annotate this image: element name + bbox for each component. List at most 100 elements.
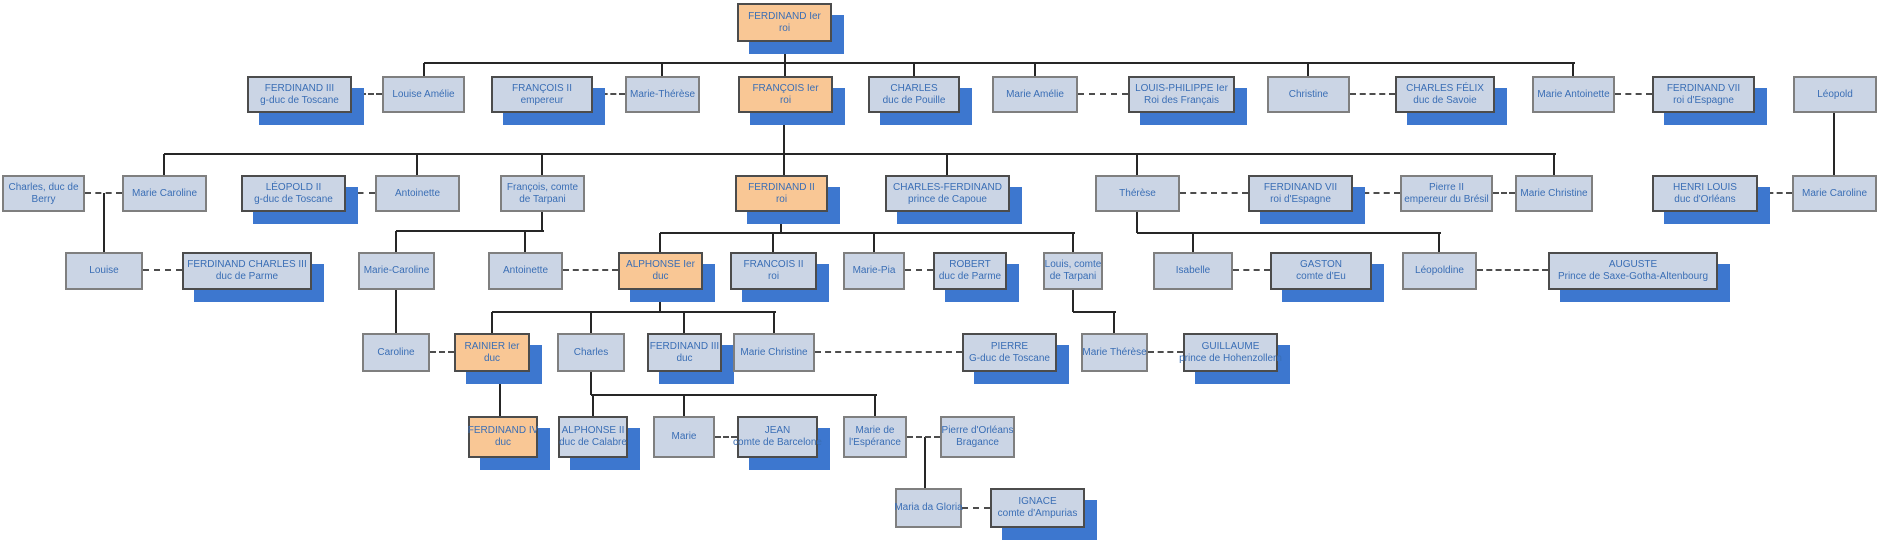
marriage-line [593, 93, 625, 95]
person-node-isabelle[interactable]: Isabelle [1153, 252, 1233, 290]
person-node-charles[interactable]: Charles [557, 333, 625, 372]
descent-line [163, 154, 165, 175]
person-name: Marie [671, 431, 697, 442]
person-node-marie-therese[interactable]: Marie-Thérèse [625, 76, 700, 113]
person-node-marie-christine[interactable]: Marie Christine [1515, 175, 1593, 212]
person-name: Marie-Thérèse [629, 88, 696, 100]
person-name: FERDINAND II [748, 181, 815, 193]
person-node-marie-caroline-2[interactable]: Marie Caroline [1792, 175, 1877, 212]
person-node-marie-christine-2[interactable]: Marie Christine [733, 333, 815, 372]
person-node-marie-caroline[interactable]: Marie Caroline [122, 175, 207, 212]
person-title: empereur du Brésil [1404, 193, 1489, 205]
person-node-therese[interactable]: Thérèse [1095, 175, 1180, 212]
descent-line [784, 63, 786, 76]
person-node-marie-caroline-3[interactable]: Marie-Caroline [358, 252, 435, 290]
descent-line [591, 394, 877, 396]
descent-line [1192, 233, 1194, 252]
person-name: FRANÇOIS Ier [752, 82, 819, 94]
marriage-line [1615, 93, 1652, 95]
person-node-caroline[interactable]: Caroline [362, 333, 430, 372]
descent-line [1072, 233, 1074, 252]
marriage-line [907, 436, 940, 438]
marriage-line [430, 351, 454, 353]
descent-line [103, 193, 105, 252]
descent-line [873, 233, 875, 252]
person-node-marie[interactable]: Marie [653, 416, 715, 458]
person-node-marie-therese-2[interactable]: Marie Thérèse [1081, 333, 1148, 372]
descent-line [659, 233, 661, 252]
person-name: ROBERT [949, 259, 991, 270]
person-node-christine[interactable]: Christine [1267, 76, 1350, 113]
marriage-line [1148, 351, 1183, 353]
person-node-antoinette-2[interactable]: Antoinette [488, 252, 563, 290]
person-node-marie-amelie[interactable]: Marie Amélie [992, 76, 1078, 113]
person-name: Léopold [1817, 88, 1853, 100]
person-name: PIERRE [990, 340, 1029, 352]
descent-line [424, 62, 1575, 64]
marriage-line [1180, 192, 1248, 194]
person-node-louise-amelie[interactable]: Louise Amélie [382, 76, 465, 113]
person-name: François, comte [506, 181, 579, 193]
person-title: G-duc de Toscane [969, 352, 1050, 364]
person-title: duc de Pouille [882, 94, 946, 106]
person-name: Antoinette [394, 187, 441, 199]
person-node-marie-antoinette[interactable]: Marie Antoinette [1532, 76, 1615, 113]
person-node-leopoldine[interactable]: Léopoldine [1402, 252, 1477, 290]
descent-line [395, 290, 397, 333]
person-name: CHARLES-FERDINAND [893, 181, 1002, 193]
person-node-maria-da-gloria[interactable]: Maria da Gloria [894, 488, 963, 528]
person-name: CHARLES FÉLIX [1406, 82, 1484, 94]
person-name: LOUIS-PHILIPPE Ier [1135, 82, 1228, 94]
marriage-line [1493, 192, 1515, 194]
descent-line [492, 311, 776, 313]
person-title: duc d'Orléans [1674, 193, 1736, 205]
descent-line [661, 63, 663, 76]
person-node-louise[interactable]: Louise [65, 252, 143, 290]
person-title: roi [775, 193, 788, 205]
descent-line [783, 113, 785, 175]
descent-line [1553, 154, 1555, 175]
person-node-antoinette[interactable]: Antoinette [375, 175, 460, 212]
person-name: Louise Amélie [392, 88, 455, 100]
descent-line [659, 290, 661, 312]
person-name: Pierre d'Orléans [941, 425, 1014, 436]
person-title: roi d'Espagne [1270, 193, 1331, 205]
person-node-marie-pia[interactable]: Marie-Pia [843, 252, 905, 290]
person-node-leopold[interactable]: Léopold [1793, 76, 1877, 113]
person-name: Marie-Caroline [363, 265, 430, 276]
marriage-line [1758, 192, 1792, 194]
